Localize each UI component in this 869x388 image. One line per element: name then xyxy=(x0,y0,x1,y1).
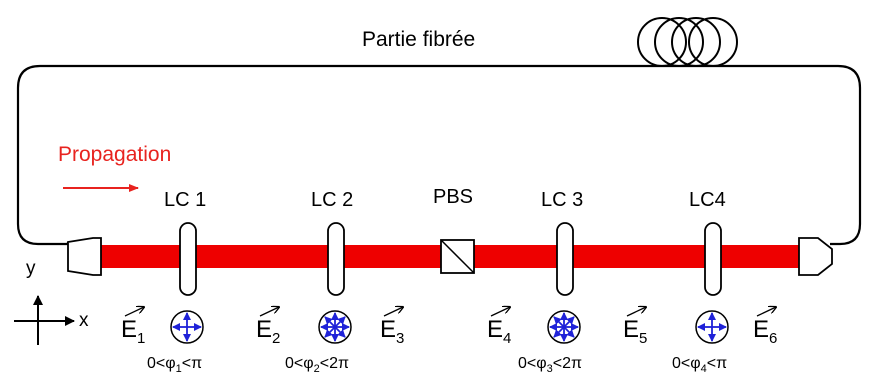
vector-e5: E5 xyxy=(623,316,648,347)
vector-arrows xyxy=(124,307,776,317)
collimator-left xyxy=(67,237,102,276)
lc2-plate xyxy=(327,222,345,296)
vector-e6: E6 xyxy=(753,316,778,347)
vector-e4: E4 xyxy=(487,316,512,347)
lc4-label: LC4 xyxy=(689,189,726,211)
polarization-icon-lc1 xyxy=(170,310,204,344)
lc3-plate xyxy=(556,222,574,296)
lc1-label: LC 1 xyxy=(164,189,207,211)
fiber-loop xyxy=(16,64,862,246)
phase-condition-3: 0<φ3<2π xyxy=(518,355,583,376)
lc1-plate xyxy=(179,222,197,296)
pbs-label: PBS xyxy=(433,186,474,208)
vector-e2: E2 xyxy=(256,316,281,347)
collimator-right xyxy=(798,237,833,276)
vector-e1: E1 xyxy=(121,316,146,347)
phase-condition-2: 0<φ2<2π xyxy=(285,355,350,376)
polarization-icon-lc4 xyxy=(695,310,729,344)
vector-e3: E3 xyxy=(380,316,405,347)
phase-condition-4: 0<φ4<π xyxy=(672,355,728,376)
polarization-icon-lc2 xyxy=(318,310,352,344)
axes-icon xyxy=(14,295,75,345)
y-axis-label: y xyxy=(26,258,36,279)
lc2-label: LC 2 xyxy=(311,189,354,211)
phase-condition-1: 0<φ1<π xyxy=(147,355,203,376)
polarization-icon-lc3 xyxy=(547,310,581,344)
propagation-label: Propagation xyxy=(58,143,172,166)
fiber-coil-icon xyxy=(637,17,738,67)
fiber-section-title: Partie fibrée xyxy=(362,28,476,51)
pbs-cube xyxy=(440,239,475,274)
x-axis-label: x xyxy=(79,310,89,331)
lc3-label: LC 3 xyxy=(541,189,584,211)
lc4-plate xyxy=(704,222,722,296)
